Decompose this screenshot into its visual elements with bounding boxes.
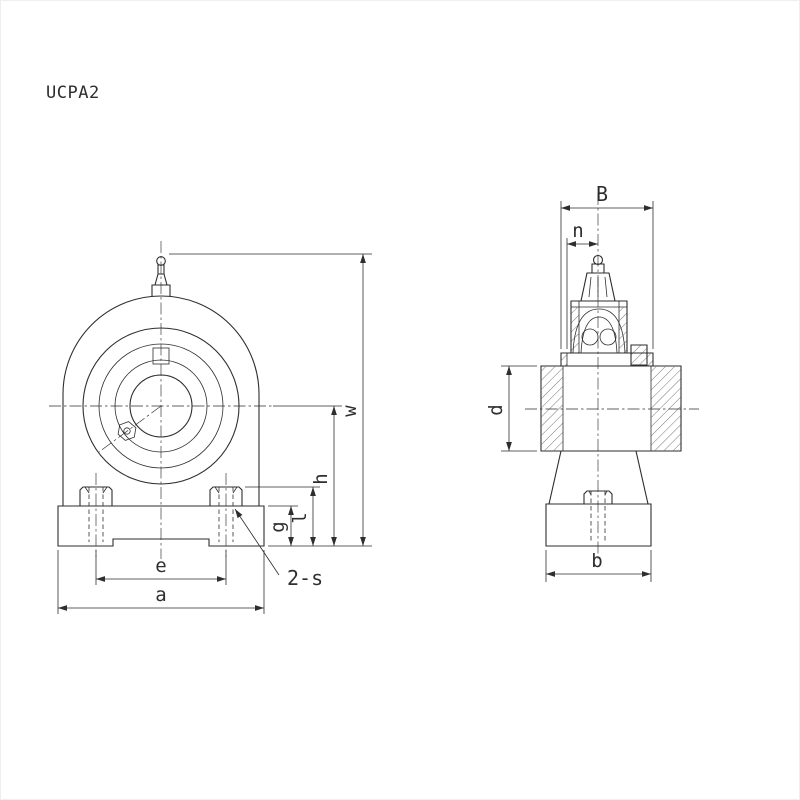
dimension-g: g [267,505,298,546]
dim-label-e: e [155,555,166,577]
front-view: w h l g e a [49,241,372,614]
dimension-d: d [485,365,537,452]
dimension-n: n [566,220,598,349]
grease-fitting-front [151,256,171,297]
front-centerlines [49,241,273,559]
dim-label-h: h [310,473,332,484]
dimension-e: e [95,550,227,585]
set-screw-hex [117,421,137,441]
dim-label-g: g [267,521,289,532]
front-bearing-rings [82,327,240,485]
dim-label-w: w [339,405,361,417]
dimension-b: b [545,550,652,582]
dim-label-a: a [155,584,166,606]
side-shaft [540,365,682,452]
dimension-w: w [169,253,372,547]
dimension-h: h [273,405,342,546]
part-code-label: UCPA2 [46,83,100,103]
dim-label-b: b [591,550,602,572]
front-housing-body [57,295,265,547]
dim-label-n: n [572,220,583,242]
tapped-hole-note: 2-s [287,566,323,590]
ball-bearing [599,328,617,346]
side-bearing-insert [560,300,654,366]
grease-fitting-side [580,254,616,302]
set-screw-section [630,344,648,366]
dimension-l: l [245,486,320,546]
ball-bearing [581,328,599,346]
dim-label-B: B [596,182,608,206]
dim-label-d: d [485,404,507,415]
tapped-hole-callout: 2-s [234,508,323,590]
dim-label-l: l [289,512,311,523]
side-view: B n d b [485,182,699,582]
dimension-B: B [560,182,654,349]
lube-hole [152,347,170,365]
dimension-a: a [57,550,265,614]
side-housing-body [545,450,652,547]
